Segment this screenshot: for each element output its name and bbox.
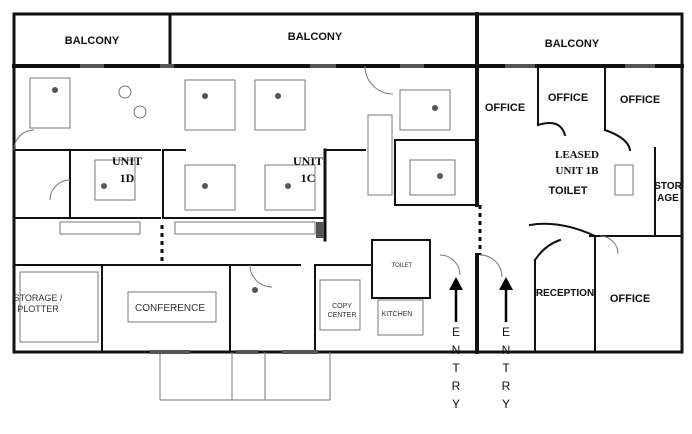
balcony-left-label: BALCONY [65, 35, 120, 47]
storage-plotter-label-line2: PLOTTER [17, 304, 59, 314]
entry-letter: E [502, 325, 510, 339]
unit-1c-label-line2: 1C [301, 171, 316, 185]
entry-label-left: E N T R Y [452, 325, 461, 411]
entry-letter: E [452, 325, 460, 339]
furniture [19, 64, 655, 401]
balcony-center-label: BALCONY [288, 31, 343, 43]
entry-letter: T [502, 361, 510, 375]
conference-label: CONFERENCE [135, 303, 205, 314]
leased-unit-label-line1: LEASED [555, 149, 599, 161]
entry-arrow-right [499, 277, 513, 322]
toilet-1b-label: TOILET [549, 185, 588, 197]
unit-1d-label-line1: UNIT [112, 154, 142, 168]
copy-center-label-line2: CENTER [328, 312, 357, 319]
storage-label-line1: STOR [654, 181, 682, 192]
office-label: OFFICE [548, 92, 588, 104]
balcony-right-label: BALCONY [545, 38, 600, 50]
entry-letter: N [502, 343, 511, 357]
office-label: OFFICE [620, 94, 660, 106]
entry-letter: T [452, 361, 460, 375]
door-swings [13, 65, 619, 288]
exterior-walls [12, 12, 684, 354]
storage-label-line2: AGE [657, 193, 679, 204]
copy-center-label-line1: COPY [332, 303, 352, 310]
entry-letter: R [452, 379, 461, 393]
entry-letter: Y [452, 397, 460, 411]
toilet-small-label: TOILET [392, 263, 413, 269]
entry-letter: Y [502, 397, 510, 411]
interior-walls [12, 64, 683, 354]
kitchen-label: KITCHEN [382, 311, 413, 318]
entry-arrow-left [449, 277, 463, 322]
office-label: OFFICE [610, 293, 650, 305]
leased-unit-label-line2: UNIT 1B [556, 165, 600, 177]
office-label: OFFICE [485, 102, 525, 114]
entry-letter: N [452, 343, 461, 357]
reception-label: RECEPTION [536, 288, 594, 299]
storage-plotter-label-line1: STORAGE / [14, 293, 63, 303]
entry-letter: R [502, 379, 511, 393]
unit-1c-label-line1: UNIT [293, 154, 323, 168]
unit-1d-label-line2: 1D [120, 171, 135, 185]
entry-label-right: E N T R Y [502, 325, 511, 411]
